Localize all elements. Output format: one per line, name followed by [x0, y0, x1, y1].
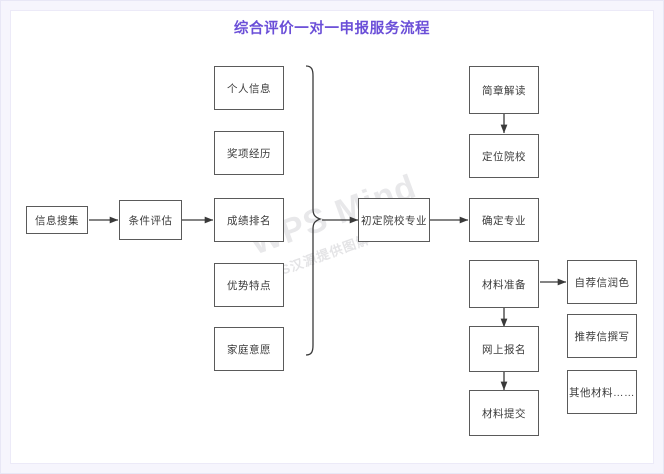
- node-condition-assessment[interactable]: 条件评估: [119, 200, 182, 240]
- node-preliminary-school-major[interactable]: 初定院校专业: [358, 198, 430, 242]
- node-confirm-major[interactable]: 确定专业: [469, 198, 539, 242]
- node-material-submission[interactable]: 材料提交: [469, 390, 539, 436]
- node-info-collection[interactable]: 信息搜集: [26, 206, 88, 234]
- node-family-wishes[interactable]: 家庭意愿: [214, 327, 284, 371]
- node-score-ranking[interactable]: 成绩排名: [214, 198, 284, 242]
- node-online-registration[interactable]: 网上报名: [469, 326, 539, 372]
- node-award-experience[interactable]: 奖项经历: [214, 131, 284, 175]
- node-prospectus-interpretation[interactable]: 简章解读: [469, 66, 539, 114]
- node-locate-schools[interactable]: 定位院校: [469, 134, 539, 178]
- page-sheet: [10, 10, 654, 464]
- node-self-rec-letter-polish[interactable]: 自荐信润色: [567, 260, 637, 304]
- node-other-materials[interactable]: 其他材料……: [567, 370, 637, 414]
- node-strength-features[interactable]: 优势特点: [214, 263, 284, 307]
- node-personal-info[interactable]: 个人信息: [214, 66, 284, 110]
- node-rec-letter-writing[interactable]: 推荐信撰写: [567, 314, 637, 358]
- node-material-preparation[interactable]: 材料准备: [469, 260, 539, 308]
- page-title: 综合评价一对一申报服务流程: [233, 21, 431, 37]
